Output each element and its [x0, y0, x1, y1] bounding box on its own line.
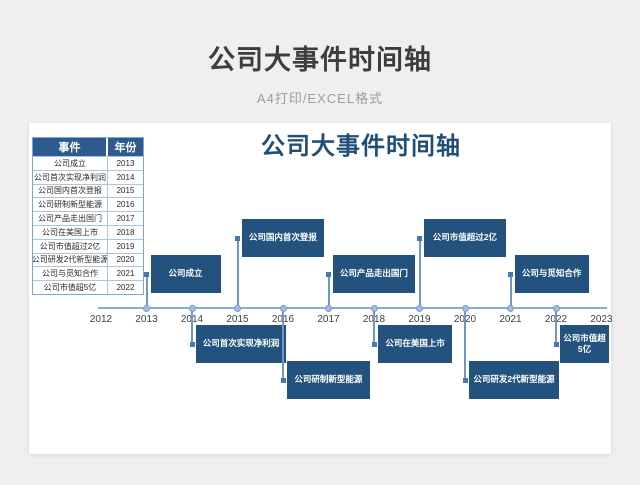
table-cell-year: 2018: [108, 224, 143, 239]
event-marker: [144, 271, 149, 277]
page-title: 公司大事件时间轴: [208, 45, 432, 75]
event-box: 公司市值超5亿: [560, 325, 609, 363]
table-cell-year: 2017: [108, 211, 143, 225]
axis-dot: [507, 305, 514, 312]
event-box: 公司国内首次登报: [241, 219, 325, 257]
table-cell-year: 2013: [108, 156, 143, 170]
axis-dot: [370, 305, 378, 312]
event-label: 公司产品走出国门: [339, 268, 408, 279]
event-label: 公司与觅知合作: [521, 268, 582, 279]
table-cell-year: 2019: [108, 238, 143, 253]
table-cell-event: 公司市值超5亿: [33, 280, 108, 294]
table-cell-year: 2015: [108, 183, 143, 198]
event-label: 公司市值超5亿: [563, 332, 606, 354]
event-box: 公司市值超过2亿: [423, 219, 507, 257]
table-cell-event: 公司产品走出国门: [33, 211, 108, 225]
table-cell-event: 公司与觅知合作: [33, 266, 108, 281]
event-connector-line: [282, 308, 284, 380]
event-box: 公司在美国上市: [378, 325, 453, 363]
event-label: 公司市值超过2亿: [432, 232, 498, 243]
event-box: 公司产品走出国门: [332, 255, 416, 293]
event-label: 公司研制新型能源: [294, 374, 363, 385]
event-label: 公司国内首次登报: [248, 232, 317, 243]
event-connector-line: [145, 274, 148, 308]
table-cell-year: 2016: [108, 197, 143, 211]
table-cell-event: 公司首次实现净利润: [33, 169, 108, 184]
year-tick-label: 2012: [89, 314, 113, 325]
table-cell-event: 公司国内首次登报: [33, 183, 108, 198]
event-marker: [462, 377, 468, 383]
event-marker: [371, 341, 377, 347]
table-cell-year: 2021: [108, 266, 143, 280]
axis-dot: [279, 305, 287, 312]
table-cell-year: 2020: [108, 252, 143, 267]
event-label: 公司研发2代新型能源: [473, 374, 555, 385]
event-connector-line: [327, 274, 330, 308]
event-connector-line: [418, 238, 421, 308]
axis-dot: [234, 305, 241, 312]
table-cell-event: 公司研制新型能源: [33, 197, 108, 212]
event-box: 公司研制新型能源: [287, 361, 370, 399]
event-connector-line: [464, 308, 466, 380]
year-tick-label: 2017: [317, 314, 340, 325]
year-tick-label: 2021: [499, 314, 522, 325]
year-tick-label: 2023: [590, 314, 613, 325]
axis-dot: [188, 305, 196, 312]
table-cell-event: 公司研发2代新型能源: [33, 252, 108, 267]
event-box: 公司首次实现净利润: [196, 325, 286, 363]
event-marker: [189, 341, 195, 347]
year-tick-label: 2015: [226, 314, 249, 325]
table-cell-event: 公司成立: [33, 156, 108, 170]
axis-dot: [461, 305, 469, 312]
page-subtitle: A4打印/EXCEL格式: [256, 91, 384, 106]
table-cell-event: 公司在美国上市: [33, 224, 108, 239]
axis-dot: [325, 305, 332, 312]
table-cell-year: 2014: [108, 169, 143, 184]
table-header-row: 事件 年份: [33, 138, 143, 156]
event-marker: [508, 271, 513, 277]
event-connector-line: [191, 308, 193, 344]
event-connector-line: [509, 274, 512, 308]
event-label: 公司成立: [168, 268, 203, 279]
table-header-event: 事件: [33, 138, 108, 156]
table-cell-year: 2022: [108, 280, 143, 294]
event-marker: [417, 235, 422, 241]
event-box: 公司成立: [150, 255, 221, 293]
event-connector-line: [373, 308, 375, 344]
axis-dot: [552, 305, 560, 312]
table-cell-event: 公司市值超过2亿: [33, 238, 108, 253]
event-marker: [280, 377, 286, 383]
event-connector-line: [236, 238, 239, 308]
event-connector-line: [555, 308, 557, 344]
event-marker: [553, 341, 559, 347]
event-box: 公司与觅知合作: [514, 255, 589, 293]
year-tick-label: 2013: [135, 314, 158, 325]
event-label: 公司首次实现净利润: [202, 338, 280, 349]
year-tick-label: 2019: [408, 314, 431, 325]
chart-title: 公司大事件时间轴: [261, 133, 461, 160]
event-marker: [326, 271, 331, 277]
timeline-axis: [98, 307, 607, 309]
event-label: 公司在美国上市: [385, 338, 445, 349]
event-marker: [235, 235, 240, 241]
table-header-year: 年份: [114, 142, 137, 154]
event-box: 公司研发2代新型能源: [469, 361, 559, 399]
axis-dot: [416, 305, 423, 312]
axis-dot: [143, 305, 150, 312]
